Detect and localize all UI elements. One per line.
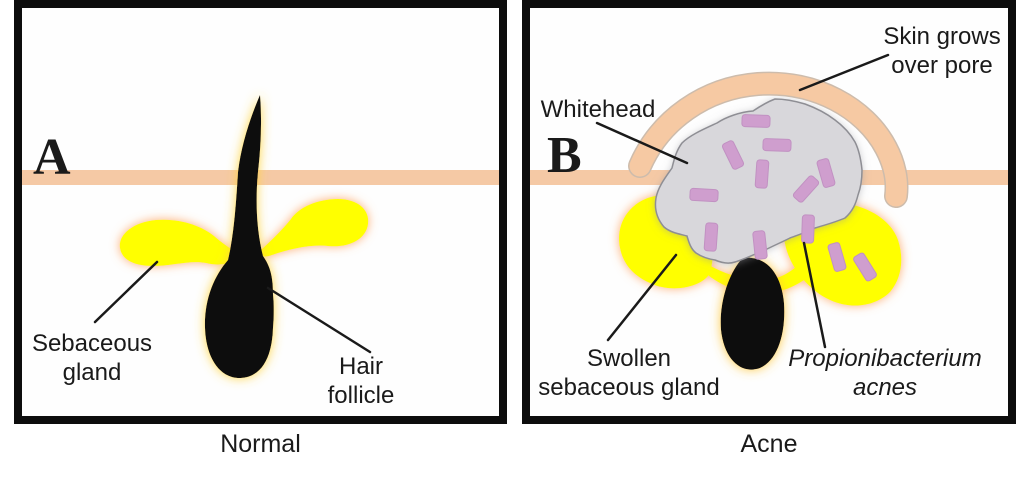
label-swollen-sebaceous-gland: Swollen sebaceous gland [538,345,720,402]
bacterium-rod [801,214,815,244]
skin-surface-line [22,170,499,185]
panel-acne: B Skin grows over pore Whitehead Swollen… [522,0,1016,424]
panel-normal-drawing [22,95,499,379]
bacterium-rod [689,187,719,203]
leader-line-hair-follicle [266,286,372,354]
hair-follicle-bulb [720,257,785,370]
bacterium-rod [752,230,768,260]
label-sebaceous-gland: Sebaceous gland [31,330,153,387]
leader-line-bacteria [802,241,827,349]
label-hair-follicle: Hair follicle [327,353,395,410]
label-whitehead: Whitehead [540,96,656,123]
sebaceous-gland-left [119,219,241,266]
leader-line-swollen-gland [606,253,678,342]
panel-acne-drawing [530,53,1008,370]
hair-follicle-shape [204,95,274,379]
bacterium-rod [827,242,847,272]
panel-normal: A Sebaceous gland Hair follicle [14,0,507,424]
panel-letter-a: A [33,129,71,186]
label-skin-grows-over-pore: Skin grows over pore [883,23,1001,80]
bacterium-rod [853,252,877,282]
sebaceous-gland-right [260,199,369,257]
caption-normal: Normal [220,430,301,458]
bacterium-rod [703,222,719,252]
leader-line-whitehead [595,121,689,165]
bacterium-rod [754,159,770,189]
bacterium-rod [762,138,792,152]
caption-acne: Acne [740,430,798,458]
bacterium-rod [792,175,820,203]
leader-line-skin-grows [798,53,890,92]
bacterium-rod [721,140,745,170]
bacterium-rod [816,158,836,188]
swollen-sebaceous-gland-middle [688,251,812,294]
leader-line-sebaceous-gland [93,260,159,324]
panel-letter-b: B [547,127,582,184]
label-propionibacterium-acnes: Propionibacterium acnes [788,345,982,402]
bacteria-rods [689,114,877,282]
skin-overgrowth-arc [629,73,907,207]
bacterium-rod [741,114,771,128]
